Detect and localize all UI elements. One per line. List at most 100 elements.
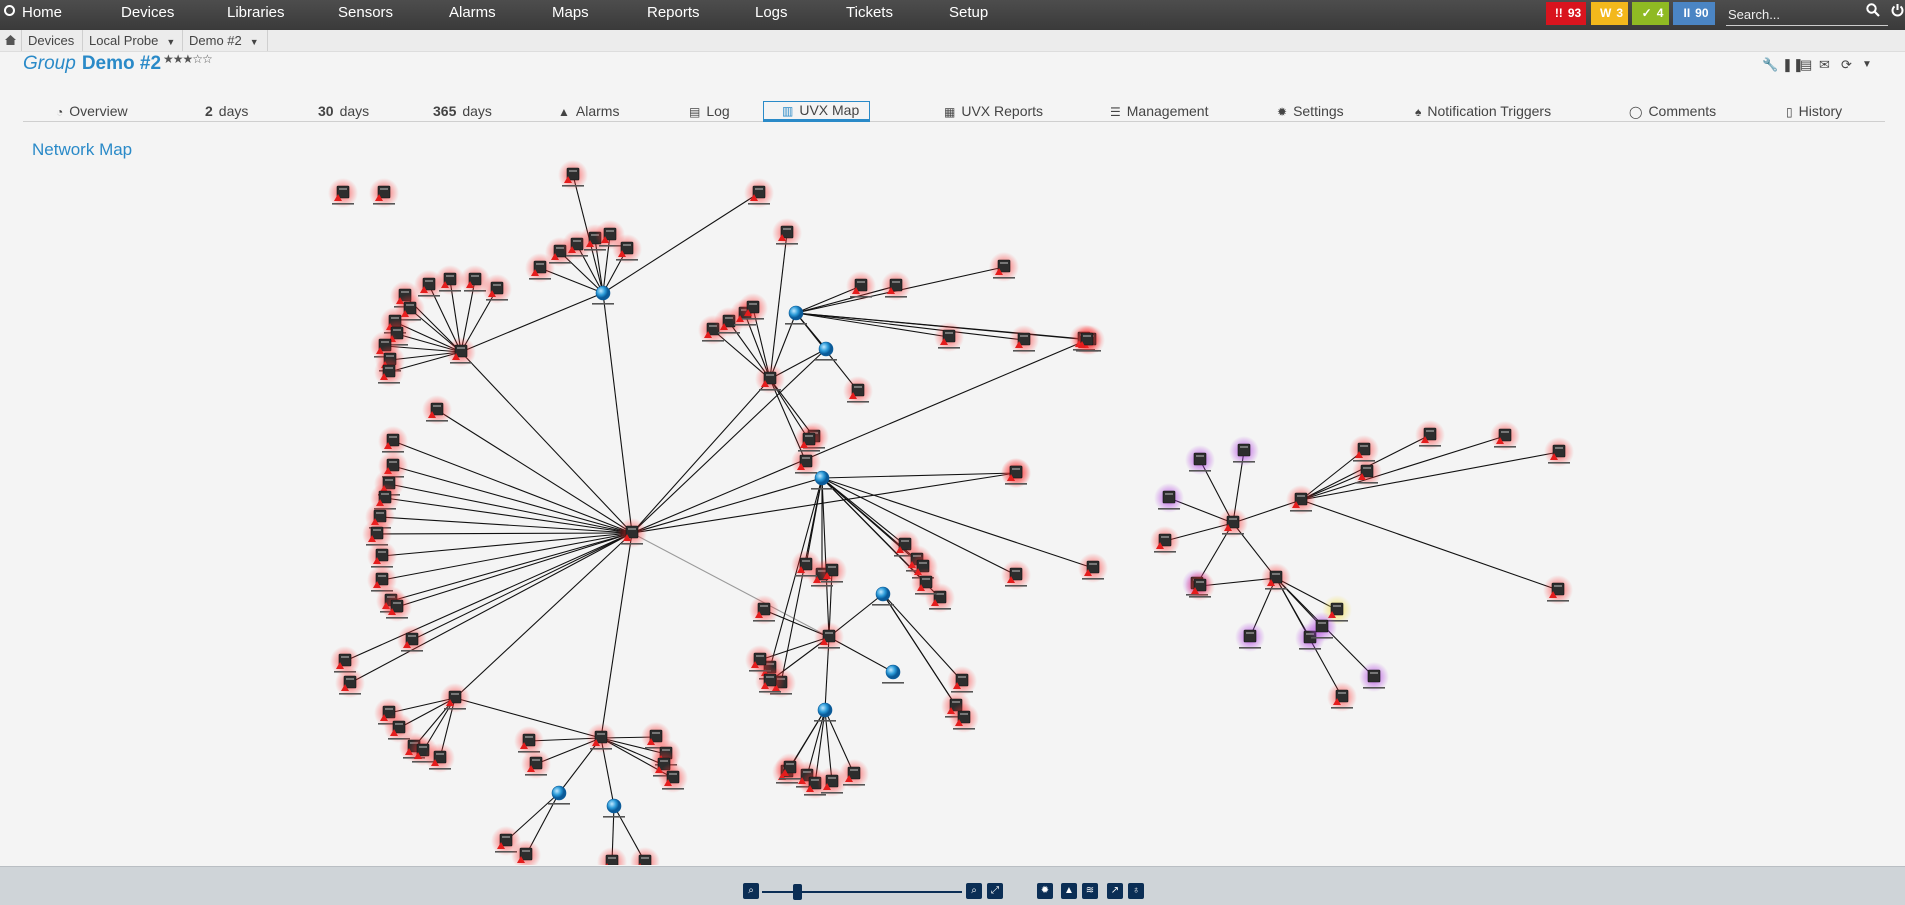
breadcrumb-devices[interactable]: Devices	[22, 30, 83, 51]
device-node[interactable]	[369, 178, 399, 208]
tab-uvx-map[interactable]: ▥UVX Map	[763, 101, 871, 122]
zoom-in-icon[interactable]: ⌕	[966, 883, 982, 899]
nav-alarms[interactable]: Alarms	[449, 4, 496, 21]
breadcrumb-home-icon[interactable]	[0, 30, 22, 51]
device-node[interactable]	[521, 749, 551, 779]
device-node[interactable]	[1286, 485, 1316, 515]
nav-sensors[interactable]: Sensors	[338, 4, 394, 21]
device-node[interactable]	[1185, 571, 1215, 601]
device-node[interactable]	[1359, 662, 1389, 692]
device-node[interactable]	[846, 271, 876, 301]
add-document-icon[interactable]: ▤	[1800, 57, 1813, 72]
zoom-slider-track[interactable]	[762, 891, 962, 893]
device-node[interactable]	[425, 743, 455, 773]
chevron-down-icon[interactable]: ▼	[1862, 59, 1872, 70]
down-sensors-badge[interactable]: !!93	[1546, 2, 1586, 25]
pause-icon[interactable]: ❚❚	[1782, 57, 1804, 72]
device-node[interactable]	[1072, 325, 1102, 355]
device-node[interactable]	[446, 337, 476, 367]
device-node[interactable]	[989, 252, 1019, 282]
device-node[interactable]	[817, 556, 847, 586]
unmanaged-device-globe[interactable]	[872, 586, 894, 606]
device-node[interactable]	[397, 625, 427, 655]
breadcrumb-demo-2[interactable]: Demo #2▼	[183, 30, 268, 51]
refresh-icon[interactable]: ⟳	[1841, 57, 1852, 72]
unmanaged-device-globe[interactable]	[592, 285, 614, 305]
nav-setup[interactable]: Setup	[949, 4, 989, 21]
device-node[interactable]	[1229, 436, 1259, 466]
tab-settings[interactable]: ✹Settings	[1277, 103, 1344, 119]
unmanaged-device-globe[interactable]	[603, 798, 625, 818]
device-node[interactable]	[772, 218, 802, 248]
lightbulb-icon[interactable]: ♁	[1128, 883, 1144, 899]
device-node[interactable]	[881, 271, 911, 301]
rss-icon[interactable]: ≋	[1082, 883, 1098, 899]
gear-icon[interactable]: ✹	[1037, 883, 1053, 899]
device-node[interactable]	[749, 595, 779, 625]
device-node[interactable]	[1544, 437, 1574, 467]
breadcrumb-local-probe[interactable]: Local Probe▼	[83, 30, 183, 51]
device-node[interactable]	[1218, 508, 1248, 538]
device-node[interactable]	[511, 840, 541, 865]
device-node[interactable]	[911, 568, 941, 598]
device-node[interactable]	[630, 847, 660, 865]
device-node[interactable]	[658, 763, 688, 793]
search-input[interactable]	[1726, 3, 1888, 26]
wrench-icon[interactable]: 🔧	[1762, 57, 1779, 72]
tab-management[interactable]: ☰Management	[1110, 103, 1209, 119]
device-node[interactable]	[934, 322, 964, 352]
logout-power-icon[interactable]	[1890, 3, 1905, 18]
device-node[interactable]	[1235, 622, 1265, 652]
device-node[interactable]	[1490, 421, 1520, 451]
device-node[interactable]	[422, 395, 452, 425]
prtg-logo-icon[interactable]	[4, 5, 15, 16]
device-node[interactable]	[525, 253, 555, 283]
unmanaged-device-globe[interactable]	[814, 702, 836, 722]
device-node[interactable]	[738, 293, 768, 323]
device-node[interactable]	[1352, 457, 1382, 487]
nav-libraries[interactable]: Libraries	[227, 4, 285, 21]
device-node[interactable]	[612, 234, 642, 264]
chevron-down-icon[interactable]: ▼	[249, 37, 259, 47]
device-node[interactable]	[440, 683, 470, 713]
device-node[interactable]	[558, 160, 588, 190]
device-node[interactable]	[1154, 483, 1184, 513]
nav-maps[interactable]: Maps	[552, 4, 589, 21]
device-node[interactable]	[367, 541, 397, 571]
chevron-down-icon[interactable]: ▼	[166, 37, 176, 47]
unmanaged-device-globe[interactable]	[785, 305, 807, 325]
device-node[interactable]	[1009, 325, 1039, 355]
nav-reports[interactable]: Reports	[647, 4, 700, 21]
tab-overview[interactable]: ◔Overview	[56, 103, 128, 119]
up-sensors-badge[interactable]: ✓4	[1632, 2, 1669, 25]
device-node[interactable]	[843, 376, 873, 406]
unmanaged-device-globe[interactable]	[882, 664, 904, 684]
external-link-icon[interactable]: ↗	[1107, 883, 1123, 899]
device-node[interactable]	[1001, 560, 1031, 590]
device-node[interactable]	[435, 265, 465, 295]
search-icon[interactable]	[1866, 3, 1880, 17]
device-node[interactable]	[794, 425, 824, 455]
device-node[interactable]	[791, 447, 821, 477]
device-node[interactable]	[335, 668, 365, 698]
device-node[interactable]	[1349, 435, 1379, 465]
tab-uvx-reports[interactable]: ▦UVX Reports	[944, 103, 1044, 119]
device-node[interactable]	[1327, 682, 1357, 712]
device-node[interactable]	[1543, 575, 1573, 605]
device-node[interactable]	[1150, 526, 1180, 556]
device-node[interactable]	[617, 518, 647, 548]
tab-comments[interactable]: ◯Comments	[1629, 103, 1717, 119]
nav-devices[interactable]: Devices	[121, 4, 175, 21]
device-node[interactable]	[1415, 420, 1445, 450]
device-node[interactable]	[1185, 445, 1215, 475]
device-node[interactable]	[949, 703, 979, 733]
device-node[interactable]	[1001, 458, 1031, 488]
unmanaged-device-globe[interactable]	[815, 341, 837, 361]
device-node[interactable]	[1261, 563, 1291, 593]
device-node[interactable]	[755, 666, 785, 696]
device-node[interactable]	[775, 753, 805, 783]
